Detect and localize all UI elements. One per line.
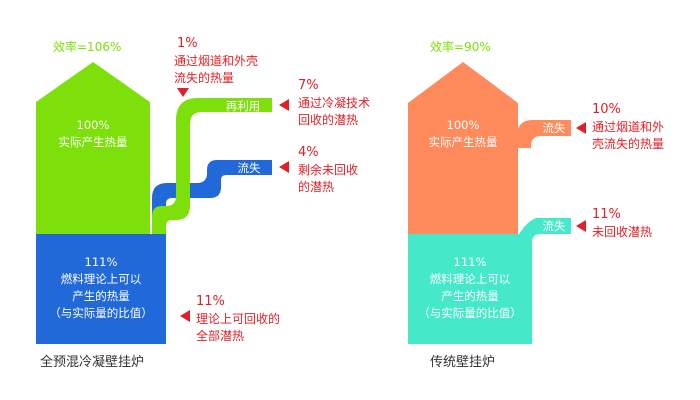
right-ann1-line1: 通过烟道和外 — [592, 120, 665, 134]
right-ann2-line1: 未回收潜热 — [592, 225, 653, 239]
left-ann3-line2: 的潜热 — [298, 180, 335, 194]
left-ann2-percent: 7% — [298, 78, 319, 93]
red-arrow-left-11pct — [180, 310, 190, 322]
right-ann1-percent: 10% — [592, 102, 621, 117]
right-orange-house — [408, 62, 518, 234]
left-ann2-line2: 回收的潜热 — [298, 113, 359, 127]
left-top-text: 实际产生热量 — [58, 135, 128, 149]
left-reuse-tag: 再利用 — [225, 99, 261, 113]
left-ann1-percent: 1% — [177, 36, 198, 51]
right-teal-base — [408, 234, 532, 344]
right-orange-flow — [517, 120, 571, 148]
left-bottom-line3: （与实际量的比值） — [49, 306, 153, 320]
right-top-percent: 100% — [446, 118, 480, 132]
right-bottom-line3: （与实际量的比值） — [418, 306, 522, 320]
left-ann3-line1: 剩余未回收 — [298, 163, 359, 177]
left-blue-flow — [152, 160, 272, 234]
left-ann1-line2: 流失的热量 — [174, 71, 235, 85]
left-ann4-percent: 11% — [196, 294, 225, 309]
left-green-flow — [152, 98, 272, 234]
left-bottom-line1: 燃料理论上可以 — [60, 272, 142, 286]
left-blue-base — [36, 234, 166, 344]
right-ann1-line2: 壳流失的热量 — [592, 137, 665, 151]
left-green-house — [36, 62, 150, 234]
left-loss-tag: 流失 — [237, 161, 261, 175]
red-arrow-down-1pct — [177, 88, 189, 97]
red-arrow-left-10pct — [576, 122, 586, 134]
right-caption: 传统壁挂炉 — [430, 355, 496, 370]
left-efficiency-label: 效率=106% — [53, 40, 122, 54]
red-arrow-left-4pct — [279, 161, 289, 173]
left-bottom-line2: 产生的热量 — [72, 289, 130, 303]
left-ann1-line1: 通过烟道和外壳 — [174, 54, 259, 68]
left-top-percent: 100% — [76, 118, 110, 132]
red-arrow-left-7pct — [279, 99, 289, 111]
red-arrow-left-11pct-right — [576, 220, 586, 232]
left-ann4-line2: 全部潜热 — [196, 329, 245, 343]
right-loss-tag-2: 流失 — [542, 219, 566, 233]
right-ann2-percent: 11% — [592, 207, 621, 222]
left-ann2-line1: 通过冷凝技术 — [298, 96, 371, 110]
right-bottom-percent: 111% — [453, 255, 487, 269]
left-caption: 全预混冷凝壁挂炉 — [40, 355, 145, 370]
right-top-text: 实际产生热量 — [428, 135, 498, 149]
left-bottom-percent: 111% — [84, 255, 118, 269]
right-bottom-line2: 产生的热量 — [441, 289, 499, 303]
left-ann3-percent: 4% — [298, 145, 319, 160]
right-loss-tag-1: 流失 — [542, 121, 566, 135]
right-bottom-line1: 燃料理论上可以 — [429, 272, 511, 286]
left-ann4-line1: 理论上可回收的 — [196, 312, 281, 326]
right-efficiency-label: 效率=90% — [430, 40, 491, 54]
